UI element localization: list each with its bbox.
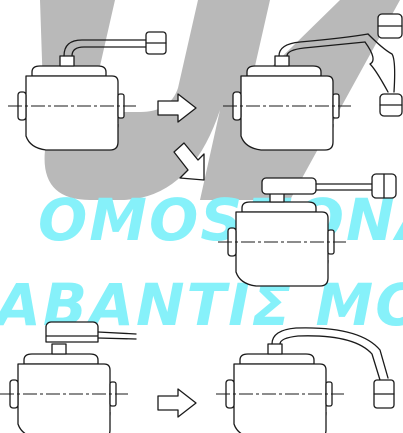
step-5-assembly [215, 327, 395, 433]
arrow-step1-to-step3 [173, 142, 205, 181]
step-2-assembly [222, 13, 403, 151]
arrow-step4-to-step5 [157, 388, 197, 418]
watermark-line-1: OMOSΠΟΝΔ [38, 186, 403, 254]
step-3-assembly [217, 173, 397, 287]
step-4-assembly [0, 321, 137, 433]
step-1-assembly [7, 31, 167, 151]
arrow-step1-to-step2 [157, 93, 197, 123]
